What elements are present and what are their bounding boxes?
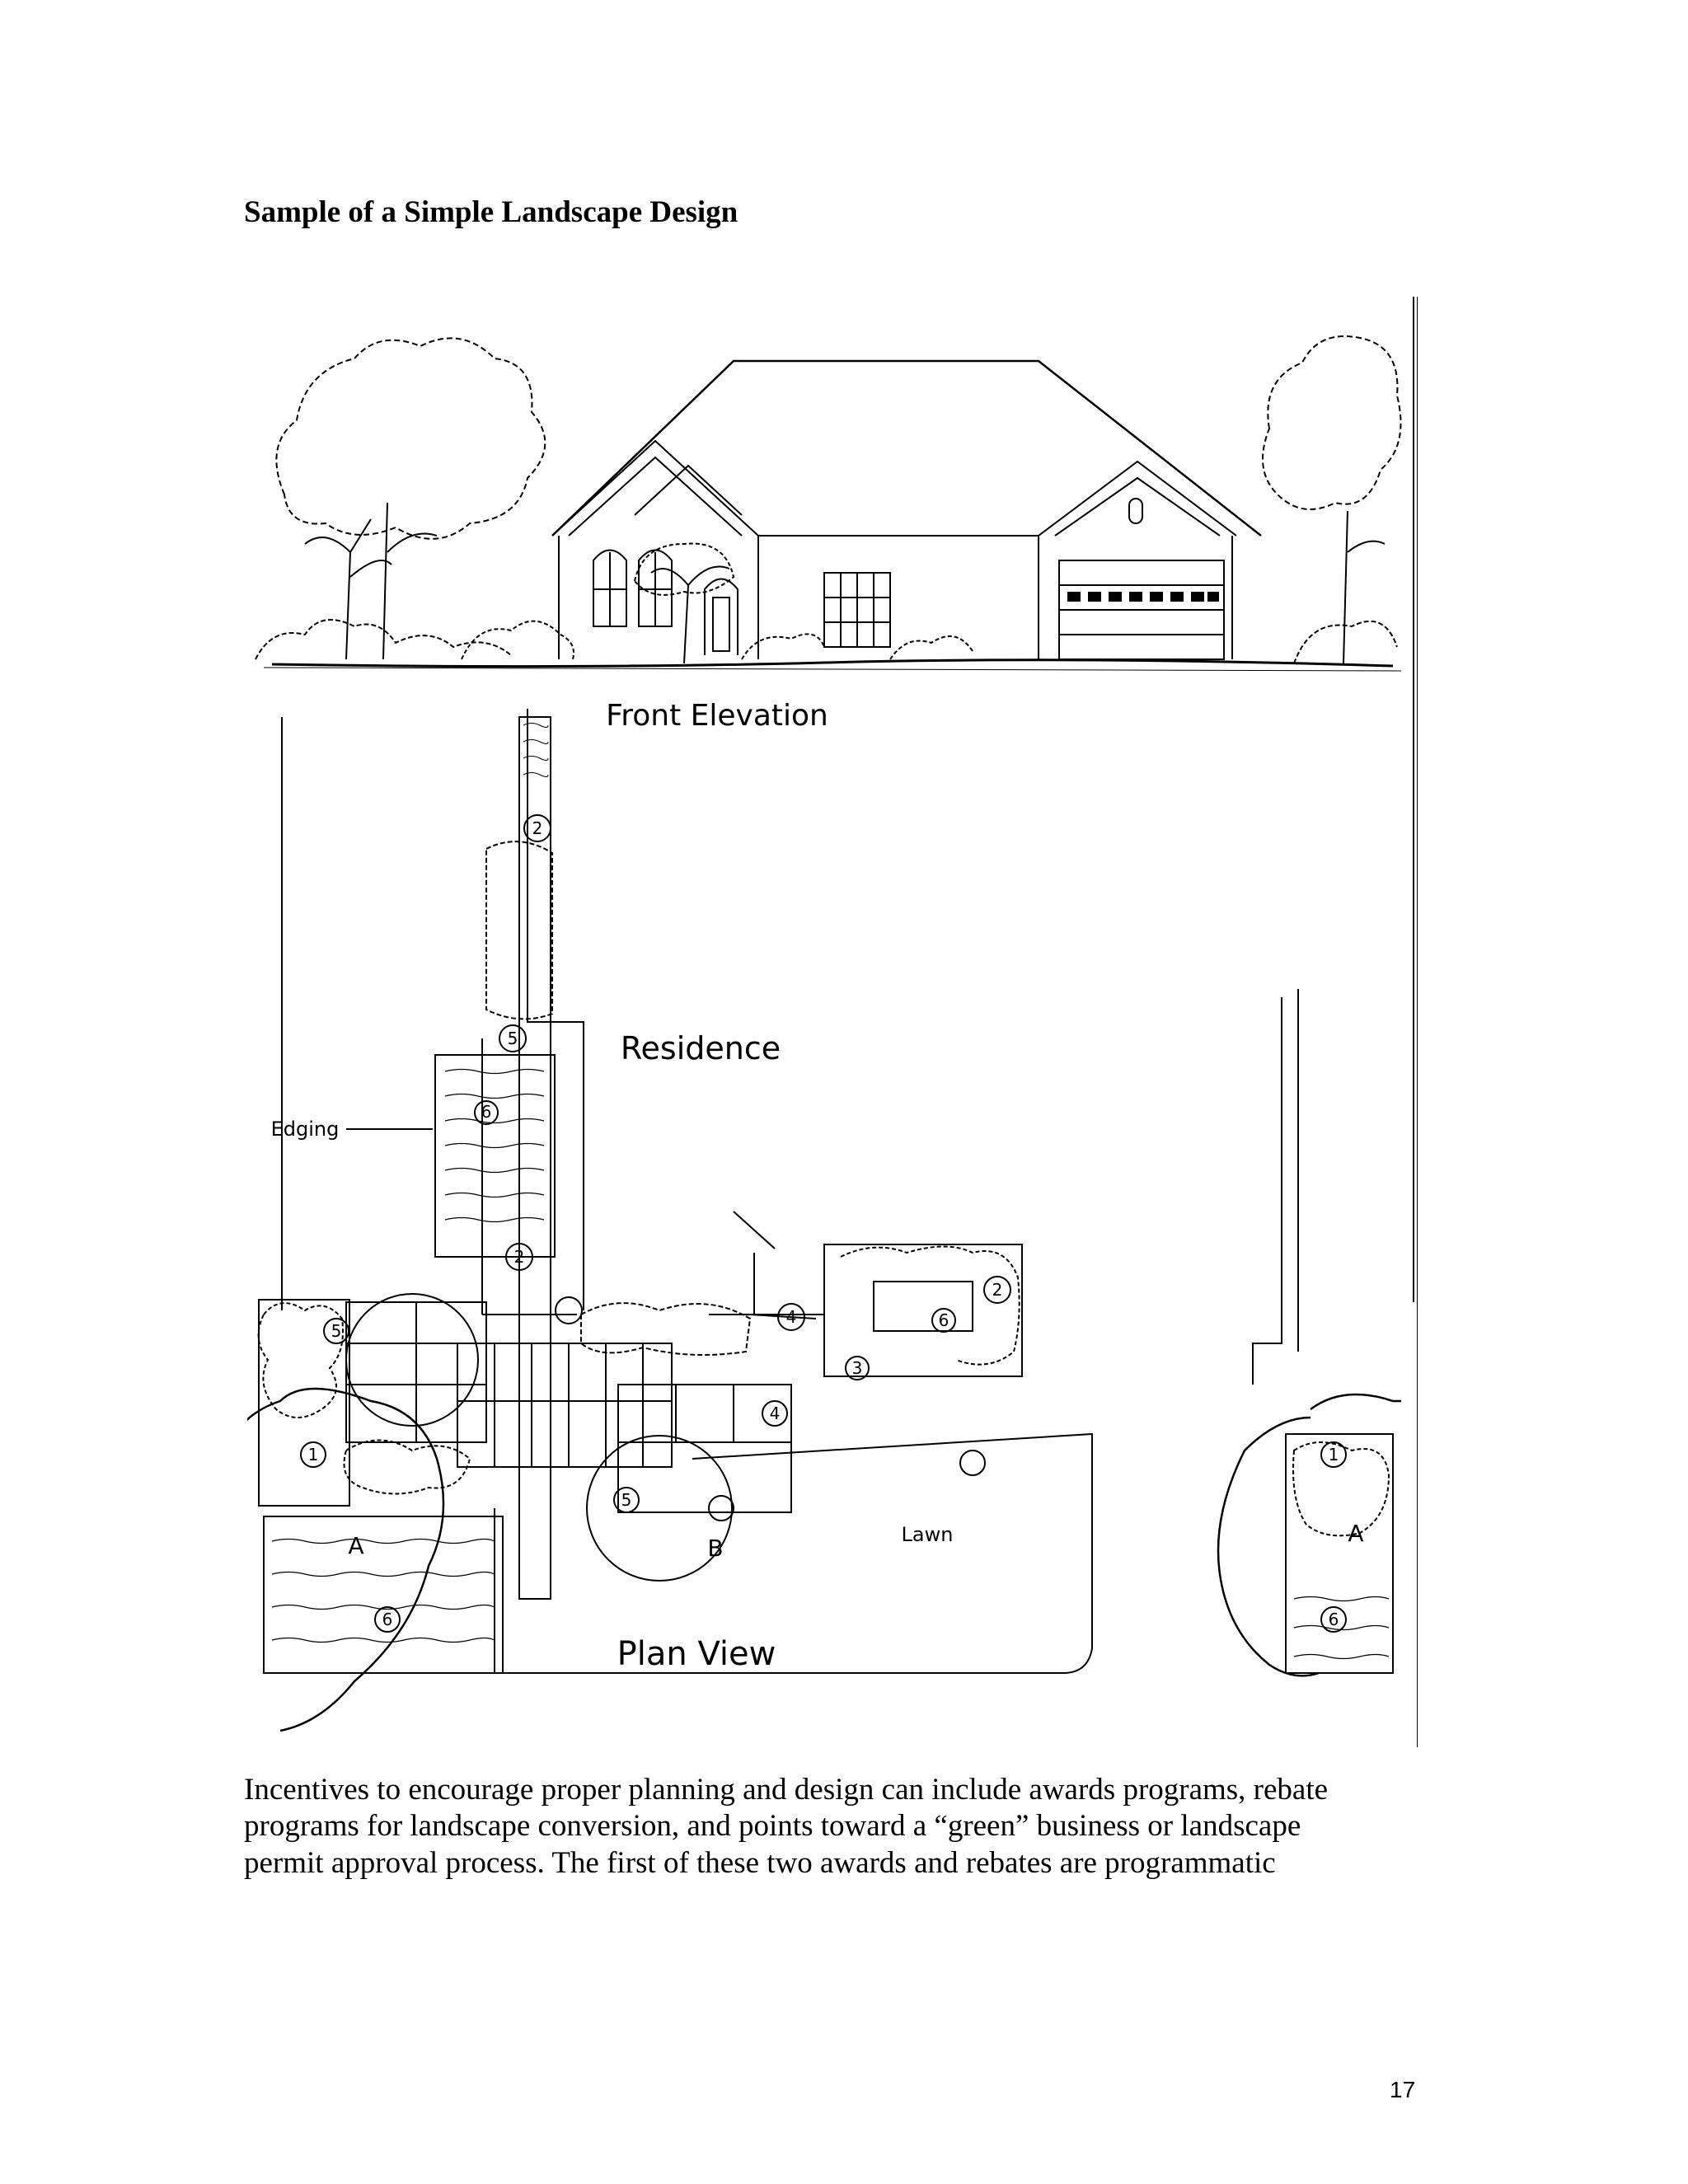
svg-text:4: 4 bbox=[770, 1404, 781, 1423]
tree-b-label: B bbox=[707, 1535, 723, 1562]
lawn-label: Lawn bbox=[902, 1523, 954, 1546]
plant-key-markers: 2 5 6 2 4 2 6 5 1 5 6 1 6 3 4 bbox=[308, 818, 1339, 1629]
landscape-design-figure: 2 5 6 2 4 2 6 5 1 5 6 1 6 3 4 Front Elev… bbox=[247, 280, 1418, 1747]
paragraph-line: permit approval process. The first of th… bbox=[244, 1845, 1276, 1880]
svg-text:2: 2 bbox=[514, 1247, 525, 1267]
svg-text:6: 6 bbox=[1329, 1610, 1339, 1629]
svg-text:2: 2 bbox=[992, 1280, 1003, 1300]
paragraph-line: Incentives to encourage proper planning … bbox=[244, 1773, 1329, 1807]
plan-view-drawing bbox=[247, 297, 1414, 1732]
paragraph-line: programs for landscape conversion, and p… bbox=[244, 1809, 1301, 1844]
svg-text:4: 4 bbox=[786, 1307, 797, 1327]
edging-label: Edging bbox=[271, 1118, 340, 1141]
svg-text:6: 6 bbox=[382, 1610, 393, 1629]
landscape-drawing: 2 5 6 2 4 2 6 5 1 5 6 1 6 3 4 Front Elev… bbox=[247, 297, 1418, 1747]
front-elevation-label: Front Elevation bbox=[606, 699, 828, 733]
svg-text:5: 5 bbox=[621, 1490, 632, 1510]
svg-text:5: 5 bbox=[331, 1321, 342, 1341]
svg-text:6: 6 bbox=[939, 1310, 950, 1330]
front-elevation-drawing bbox=[255, 297, 1418, 1747]
svg-text:5: 5 bbox=[508, 1029, 518, 1048]
svg-text:2: 2 bbox=[532, 818, 543, 838]
tree-a-label: A bbox=[348, 1532, 363, 1559]
svg-text:3: 3 bbox=[852, 1358, 863, 1378]
tree-a-right-label: A bbox=[1348, 1520, 1363, 1547]
svg-text:6: 6 bbox=[481, 1102, 492, 1122]
plan-view-label: Plan View bbox=[617, 1635, 776, 1673]
svg-text:1: 1 bbox=[308, 1445, 319, 1465]
svg-text:1: 1 bbox=[1329, 1445, 1339, 1465]
residence-label: Residence bbox=[621, 1030, 781, 1066]
page-title: Sample of a Simple Landscape Design bbox=[244, 195, 738, 229]
body-paragraph: Incentives to encourage proper planning … bbox=[244, 1772, 1431, 1882]
page-number: 17 bbox=[1390, 2077, 1416, 2102]
